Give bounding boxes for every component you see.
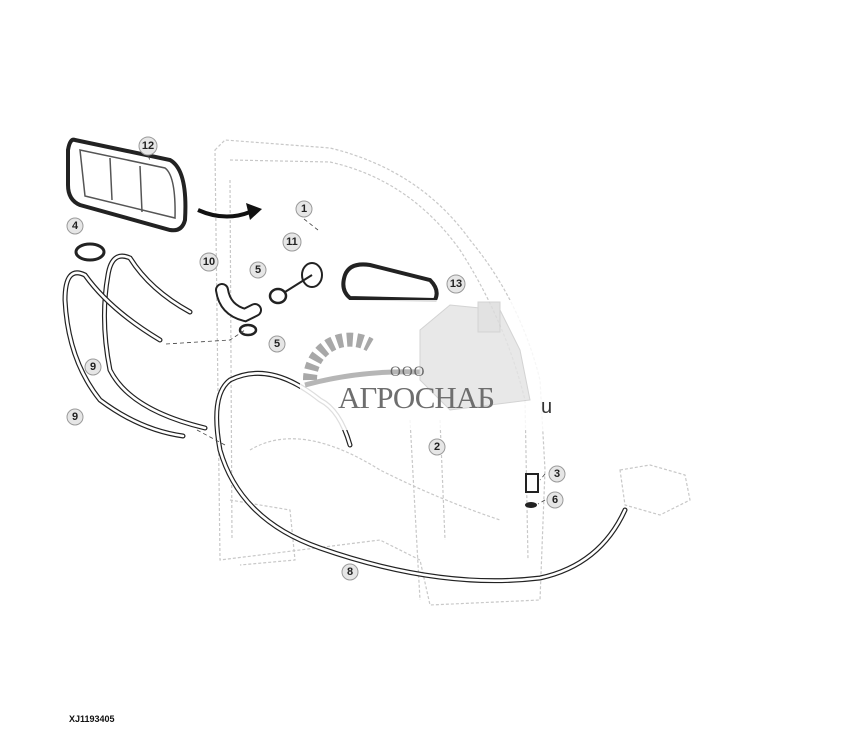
svg-text:5: 5	[255, 264, 261, 276]
washer-part-6	[525, 502, 537, 508]
svg-text:10: 10	[203, 256, 215, 268]
watermark-name: АГРОСНАБ	[338, 380, 495, 415]
svg-text:5: 5	[274, 338, 280, 350]
callout-9: 9	[84, 358, 102, 376]
gasket-part-13	[341, 262, 439, 303]
direction-arrow	[197, 208, 251, 219]
callout-2: 2	[428, 438, 446, 456]
callout-4: 4	[66, 217, 84, 235]
callout-6: 6	[546, 491, 564, 509]
callout-12: 12	[138, 136, 158, 156]
callout-8: 8	[341, 563, 359, 581]
hose-part-9b	[62, 270, 186, 439]
svg-text:2: 2	[434, 441, 440, 453]
callout-11: 11	[282, 232, 302, 252]
leader-lines	[147, 155, 546, 505]
callout-3: 3	[548, 465, 566, 483]
clamp-part-4	[74, 242, 106, 262]
fitting-part-3	[525, 473, 539, 493]
svg-text:9: 9	[90, 361, 96, 373]
fitting-part-11	[284, 262, 323, 293]
svg-text:11: 11	[286, 236, 298, 248]
svg-text:1: 1	[301, 203, 307, 215]
callout-5b: 5	[268, 335, 286, 353]
callout-5: 5	[249, 261, 267, 279]
svg-text:9: 9	[72, 411, 78, 423]
callout-9b: 9	[66, 408, 84, 426]
hose-part-8	[214, 370, 628, 584]
svg-text:8: 8	[347, 566, 353, 578]
svg-text:6: 6	[552, 494, 558, 506]
callout-1: 1	[295, 200, 313, 218]
hose-part-9	[101, 253, 208, 431]
gasket-part-12	[66, 137, 188, 233]
callout-13: 13	[446, 274, 466, 294]
clamp-part-5	[268, 287, 288, 305]
watermark-suffix: u	[541, 396, 553, 418]
svg-text:13: 13	[450, 278, 462, 290]
callout-10: 10	[199, 252, 219, 272]
svg-text:12: 12	[142, 140, 154, 152]
clamp-part-5b	[238, 323, 258, 337]
arrow-head	[246, 203, 262, 220]
watermark-prefix: ООО	[390, 364, 426, 380]
svg-text:4: 4	[72, 220, 79, 232]
diagram-caption: XJ1193405	[69, 714, 115, 724]
watermark-logo	[300, 300, 565, 430]
svg-text:3: 3	[554, 468, 560, 480]
